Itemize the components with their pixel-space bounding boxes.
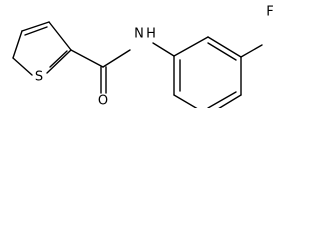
bond-nitrogen-ring — [152, 42, 175, 57]
atom-fluorine-label: F — [266, 5, 273, 20]
atom-sulfur-label: S — [35, 70, 43, 85]
bond-c4-c5 — [12, 30, 23, 59]
bond-c3-c4-inner — [24, 26, 48, 36]
bond-c4-c5-inner — [207, 91, 237, 108]
bond-c1-c2 — [173, 36, 209, 57]
bond-s-c2-inner — [49, 50, 68, 68]
chemical-structure-canvas: S N H O F — [0, 0, 282, 108]
bond-c5-s — [12, 57, 33, 76]
bond-c2-c3 — [48, 21, 72, 51]
bond-carbonyl-nitrogen — [102, 49, 131, 68]
atom-nitrogen-label: N — [134, 27, 144, 42]
bond-c3-fluorine — [240, 44, 263, 58]
thiophene-ring — [12, 21, 72, 76]
bond-c5-c6 — [173, 94, 198, 108]
amide-group — [70, 42, 175, 94]
atom-hydrogen-label: H — [146, 27, 156, 42]
bond-s-c2 — [46, 49, 72, 74]
bond-c4-c5 — [218, 94, 242, 108]
atom-oxygen-label: O — [98, 94, 108, 109]
bond-c2-c3 — [207, 36, 242, 58]
bond-c3-c4 — [21, 21, 50, 32]
structure-diagram: S N H O F — [12, 5, 274, 109]
bond-c2-carbonyl — [70, 49, 104, 68]
fluorophenyl-ring — [173, 36, 263, 108]
bond-c2-c3-inner — [207, 42, 237, 61]
